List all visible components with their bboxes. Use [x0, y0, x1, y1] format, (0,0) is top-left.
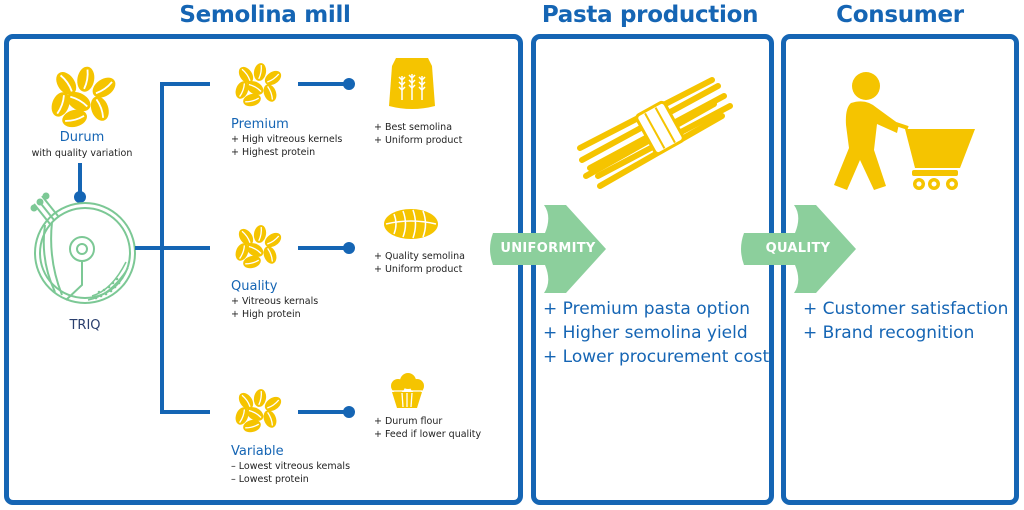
pasta-benefit: + Premium pasta option — [543, 299, 751, 319]
product-prop: + Uniform product — [374, 264, 463, 275]
pasta-band — [635, 100, 685, 156]
product-prop: + Durum flour — [374, 416, 443, 427]
pasta-benefit: + Higher semolina yield — [543, 323, 748, 343]
triq-grain-fill — [94, 276, 124, 300]
triq-machine-icon — [30, 192, 136, 304]
variable-connector-dot — [343, 406, 355, 418]
semolina-mill-title: Semolina mill — [179, 2, 351, 28]
quality-arrow — [741, 205, 856, 293]
premium-connector-dot — [343, 78, 355, 90]
grade-prop: + Highest protein — [231, 147, 316, 158]
bread-icon — [384, 209, 438, 239]
uniformity-label: UNIFORMITY — [500, 241, 596, 256]
grade-branch-lines — [135, 82, 210, 414]
uniformity-arrow — [490, 205, 606, 293]
shopper-cart-icon — [834, 72, 975, 190]
product-prop: + Uniform product — [374, 135, 463, 146]
variable-kernels-icon — [233, 388, 284, 434]
quality-label: QUALITY — [765, 241, 831, 256]
quality-connector-dot — [343, 242, 355, 254]
grade-props-premium: + High vitreous kernels + Highest protei… — [231, 133, 342, 159]
triq-label: TRIQ — [69, 318, 101, 333]
consumer-benefits-list: + Customer satisfaction + Brand recognit… — [803, 297, 1008, 345]
muffin-icon — [391, 373, 424, 408]
grade-prop: – Lowest protein — [231, 474, 309, 485]
grade-prop: + High protein — [231, 309, 301, 320]
durum-connector-dot — [74, 191, 86, 203]
durum-kernels-icon — [48, 65, 119, 129]
grade-title-variable: Variable — [231, 444, 284, 459]
grade-props-quality: + Vitreous kernals + High protein — [231, 295, 318, 321]
consumer-benefit: + Brand recognition — [803, 323, 975, 343]
product-props-variable: + Durum flour + Feed if lower quality — [374, 415, 481, 441]
product-prop: + Feed if lower quality — [374, 429, 482, 440]
semolina-mill-panel — [4, 34, 523, 505]
premium-kernels-icon — [233, 62, 284, 108]
grade-title-quality: Quality — [231, 279, 278, 294]
pasta-benefit: + Lower procurement cost — [543, 347, 770, 367]
quality-kernels-icon — [233, 224, 284, 270]
durum-title: Durum — [59, 130, 105, 145]
product-props-premium: + Best semolina + Uniform product — [374, 121, 462, 147]
product-prop: + Best semolina — [374, 122, 453, 133]
product-props-quality: + Quality semolina + Uniform product — [374, 250, 465, 276]
grade-title-premium: Premium — [231, 117, 289, 132]
pasta-benefits-list: + Premium pasta option + Higher semolina… — [543, 297, 769, 369]
pasta-production-title: Pasta production — [541, 2, 759, 28]
semolina-sack-icon — [389, 58, 435, 109]
durum-subtitle: with quality variation — [31, 148, 133, 159]
grade-prop: – Lowest vitreous kemals — [231, 461, 351, 472]
grade-prop: + Vitreous kernals — [231, 296, 319, 307]
consumer-title: Consumer — [836, 2, 964, 28]
grade-prop: + High vitreous kernels — [231, 134, 343, 145]
product-prop: + Quality semolina — [374, 251, 465, 262]
grade-props-variable: – Lowest vitreous kemals – Lowest protei… — [231, 460, 350, 486]
consumer-benefit: + Customer satisfaction — [803, 299, 1009, 319]
